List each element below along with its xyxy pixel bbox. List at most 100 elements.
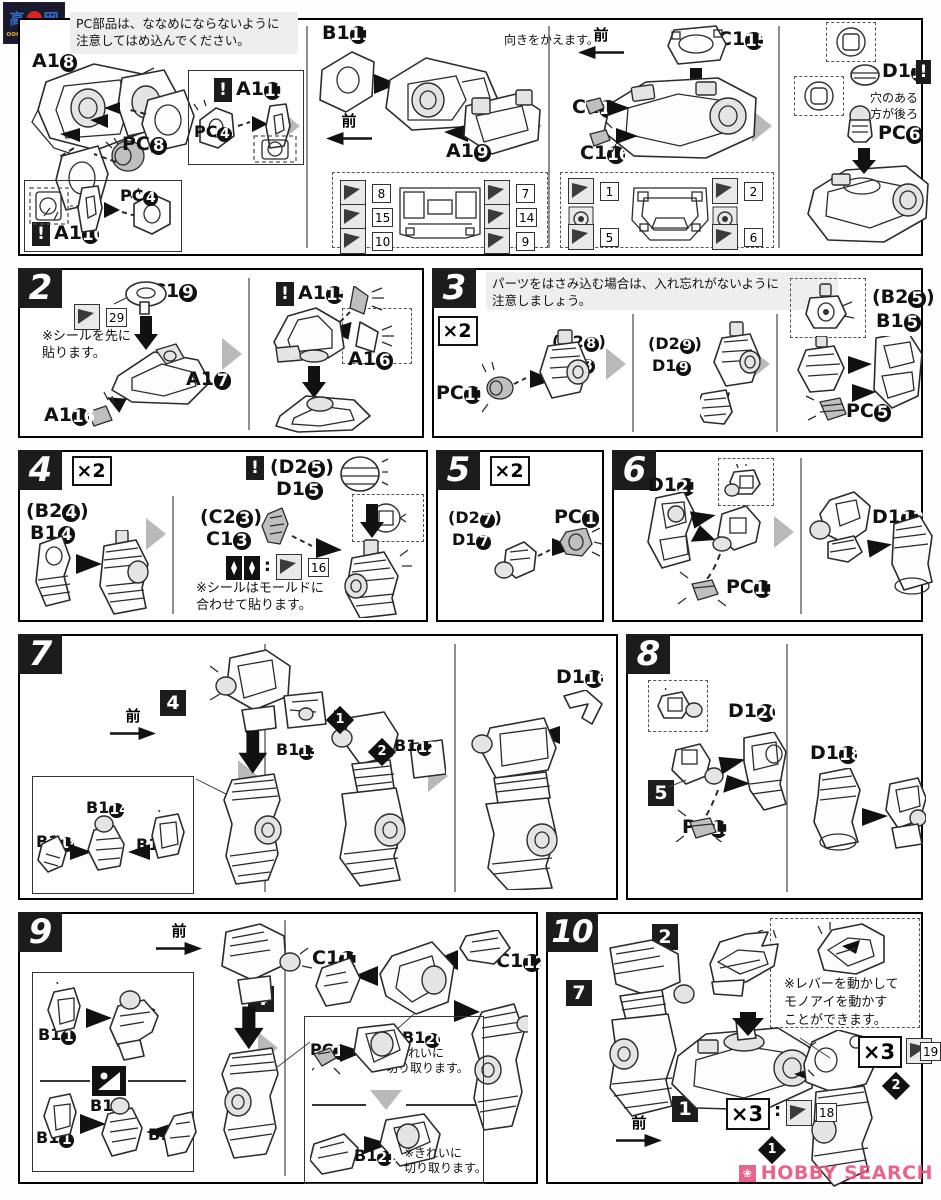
step7-label-d116: D116 (556, 666, 609, 688)
step9-cut-inset-sep-left (312, 1104, 366, 1106)
step9-cut-note-b: ※きれいに 切り取ります。 (404, 1146, 487, 1175)
step9-sub2-illustration (298, 930, 528, 1170)
step10-sticker2-badge: 2 (881, 1071, 911, 1101)
step-5-number-tab: 5 (436, 450, 480, 490)
step1-result-illustration (800, 148, 936, 248)
front-arrow-icon-step9 (156, 942, 202, 955)
step2-sticker-note: ※シールを先に 貼ります。 (42, 329, 131, 361)
step1-hole-note: 穴のある 方が後ろ (870, 91, 919, 121)
step4-multiplier: ×2 (72, 456, 112, 486)
step10-sticker1-multiplier: ×3 (726, 1098, 770, 1130)
step-9-number-tab: 9 (18, 912, 62, 952)
step7-divider-2 (454, 644, 456, 892)
step10-sticker1-icon (786, 1100, 812, 1126)
front-arrow-icon-step10 (616, 1134, 662, 1147)
step1-sticker-group-left (332, 172, 548, 248)
step7-front-indicator: 前 (110, 705, 156, 740)
step1-d114-bottom-shape (800, 80, 838, 112)
step8-stepref-5: 5 (648, 780, 674, 806)
step3-sub1-illustration (482, 328, 612, 428)
step1-sticker-icon-1 (568, 178, 594, 204)
step2-sticker-num: 29 (106, 308, 128, 327)
step6-flow-arrow (774, 516, 794, 548)
step4-flow-arrow (146, 518, 166, 550)
step9-cut-inset-sep-right (406, 1104, 476, 1106)
step1-sticker-num-5: 5 (600, 228, 619, 247)
step-10-number-tab: 10 (546, 912, 598, 952)
step3-multiplier: ×2 (438, 316, 478, 346)
step8-result-illustration (806, 768, 926, 878)
step8-divider (786, 644, 788, 892)
step9-cut-inset-down-arrow (370, 1090, 402, 1110)
step1-sticker-icon-9 (484, 228, 510, 254)
step9-main-illustration (198, 918, 318, 1168)
step1-sticker-num-9: 9 (516, 232, 535, 251)
step-8-number-tab: 8 (626, 634, 670, 674)
step2-flow-arrow (222, 338, 242, 370)
step2-warning-icon: ! (276, 282, 294, 306)
step1-sticker-num-7: 7 (516, 184, 535, 203)
step10-stepref-1: 1 (672, 1096, 698, 1122)
step7-stepref-4: 4 (160, 690, 186, 716)
step10-monoeye-inset (770, 918, 920, 1028)
step2-sticker-icon (74, 304, 100, 330)
step7-label-b112: B112 (394, 736, 437, 756)
step7-order-badge-1: 1 (325, 705, 355, 735)
step10-front-label: 前 (631, 1114, 647, 1132)
step10-sticker2-multiplier: ×3 (858, 1036, 902, 1068)
step8-inset (648, 680, 708, 732)
step1-sticker-left-part (390, 178, 490, 244)
step1-sticker-num-6: 6 (744, 228, 763, 247)
step6-result-illustration (808, 490, 938, 598)
step10-note: ※レバーを動かして モノアイを動かす ことができます。 (784, 977, 899, 1028)
step4-divider (172, 496, 174, 614)
step10-head-part-illustration (698, 930, 788, 1000)
step1-inset-a110-illustration (28, 184, 180, 246)
step3-label-pc11: PC11 (436, 382, 488, 404)
step1-sticker-group-right (560, 172, 774, 248)
step3-sub2-illustration (700, 320, 790, 430)
step6-inset-shape (724, 464, 770, 502)
step1-orientation-note: 向きをかえます。 (504, 33, 599, 47)
step1-sticker-icon-15 (340, 204, 366, 230)
step1-assembly-c-illustration (586, 24, 776, 164)
step3-b25-inset-shape (798, 282, 858, 334)
step6-illustration (636, 492, 806, 610)
step7-main-illustration (196, 644, 316, 894)
step8-illustration (668, 732, 798, 842)
step1-sticker-num-10: 10 (372, 232, 394, 251)
step7-front-label: 前 (125, 707, 141, 725)
step1-sticker-num-15: 15 (372, 208, 394, 227)
step1-warning-icon-a111: ! (214, 78, 232, 102)
step9-front-indicator: 前 (156, 920, 202, 955)
step4-sticker-icon (276, 554, 302, 580)
step9-inset-top-illustration (40, 982, 190, 1062)
step1-sticker-icon-10 (340, 228, 366, 254)
step10-stepref-7: 7 (566, 980, 592, 1006)
step1-sticker-num-1: 1 (600, 182, 619, 201)
step1-sticker-num-14: 14 (516, 208, 538, 227)
step2-label-a116: A116 (44, 404, 96, 426)
step9-cut-inset-bottom-illustration (310, 1110, 480, 1180)
step9-inset-bottom-illustration (38, 1090, 198, 1170)
step2-a115-inset-shape (352, 318, 404, 356)
step9-divider (284, 920, 286, 1176)
step8-inset-shape (654, 688, 704, 728)
step1-front-indicator-b: 前 (578, 24, 624, 59)
step6-label-pc11: PC11 (726, 576, 778, 598)
step1-inset-a111-illustration (192, 98, 302, 164)
step1-label-a111: A111 (236, 78, 288, 100)
step1-sticker-right-part (620, 178, 720, 244)
step1-d114-inset-top (826, 22, 876, 62)
step4-warning-icon: ! (246, 456, 264, 480)
step1-warning-icon-d114: ! (916, 60, 931, 84)
step1-sticker-icon-8 (340, 180, 366, 206)
step10-body-illustration (668, 1012, 828, 1122)
